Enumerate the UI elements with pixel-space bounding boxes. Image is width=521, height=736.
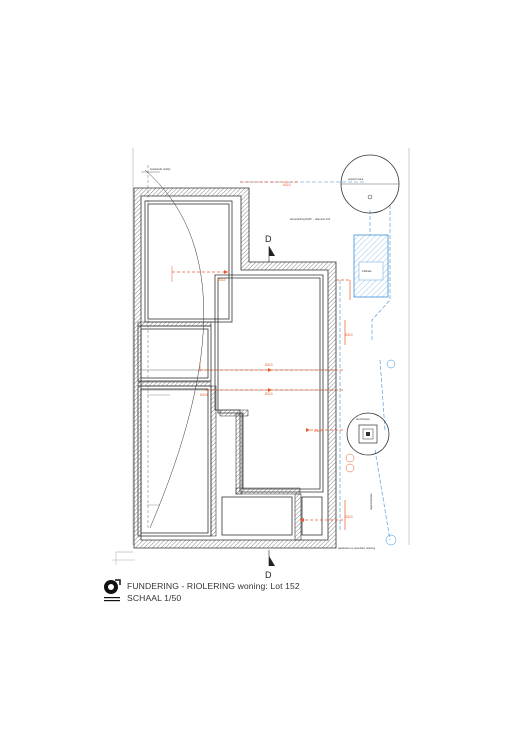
rainwater-well: [345, 359, 397, 546]
bottom-left-note: [112, 552, 135, 565]
company-logo-icon: [104, 579, 121, 602]
pipe-label: Ø110: [265, 392, 273, 396]
building-walls: [133, 187, 337, 549]
sewer-lines: [141, 171, 336, 391]
pipe-label: Ø110: [283, 183, 291, 187]
infiltration-label: infiltratie: [362, 269, 372, 273]
existing-line-note: bestaande rooilijn: [150, 167, 171, 171]
drain-arrows: [224, 270, 310, 522]
plot-boundary: [116, 148, 410, 553]
right-drain-stubs: [344, 280, 351, 530]
room-left-middle: [137, 325, 212, 382]
pipe-label: Ø110: [265, 363, 273, 367]
room-top-left: [144, 200, 233, 323]
section-marker-top: D: [265, 234, 275, 262]
pipe-label: Ø110: [314, 429, 322, 433]
septic-tank-label: septisch tank: [348, 177, 364, 181]
interior-rooms: [137, 200, 324, 537]
section-marker-label: D: [265, 234, 272, 244]
septic-tank: septisch tank: [340, 154, 400, 214]
section-marker-bottom: D: [265, 550, 275, 580]
pipe-label: Ø110: [345, 515, 353, 519]
drain-lines: [172, 181, 350, 521]
infiltration-zone: infiltratie: [353, 234, 389, 298]
room-drain-notes: [147, 266, 201, 506]
plan-scale: SCHAAL 1/50: [127, 593, 182, 603]
inspection-pit: toezichtsput: [346, 412, 390, 456]
room-right-main: [214, 274, 324, 493]
pipe-diameter-note: afvoerleiding Ø110 ... diameter 110: [290, 217, 331, 221]
pipe-label: Ø110: [345, 333, 353, 337]
pipe-label: Ø110: [200, 393, 208, 397]
public-sewer-label: aansluiten op openbare riolering: [338, 546, 376, 550]
room-left-lower: [137, 385, 212, 537]
partition-walls: [137, 321, 302, 541]
pipe-label: Ø110: [218, 278, 226, 282]
inspection-pit-label: toezichtsput: [356, 417, 370, 421]
door-swing-arc: [144, 169, 204, 529]
room-bottom-right: [221, 496, 323, 536]
pipe-labels: Ø110 Ø110 Ø110 Ø110 Ø110 Ø110 Ø110 Ø110: [200, 183, 353, 519]
section-marker-label: D: [265, 570, 272, 580]
plan-title: FUNDERING - RIOLERING woning: Lot 152: [127, 581, 300, 591]
rainwater-well-label: regenwaterput: [369, 493, 373, 510]
